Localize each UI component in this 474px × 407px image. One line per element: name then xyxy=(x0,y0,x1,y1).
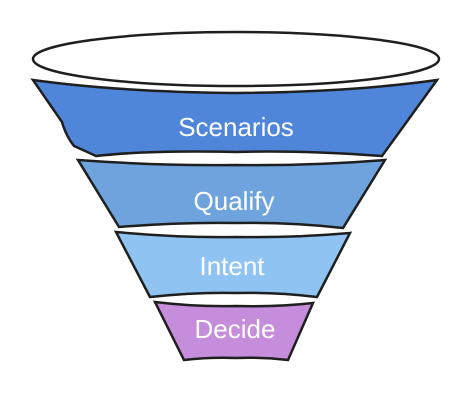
stage-intent-label: Intent xyxy=(199,251,265,281)
stage-decide-band xyxy=(152,300,316,362)
funnel-rim xyxy=(31,30,441,88)
stage-qualify-band xyxy=(75,158,388,230)
stage-intent-band xyxy=(113,230,353,299)
stage-decide-label: Decide xyxy=(195,314,276,344)
stage-scenarios-label: Scenarios xyxy=(178,112,294,142)
stage-scenarios-band xyxy=(30,78,440,158)
stage-qualify-label: Qualify xyxy=(194,186,275,216)
